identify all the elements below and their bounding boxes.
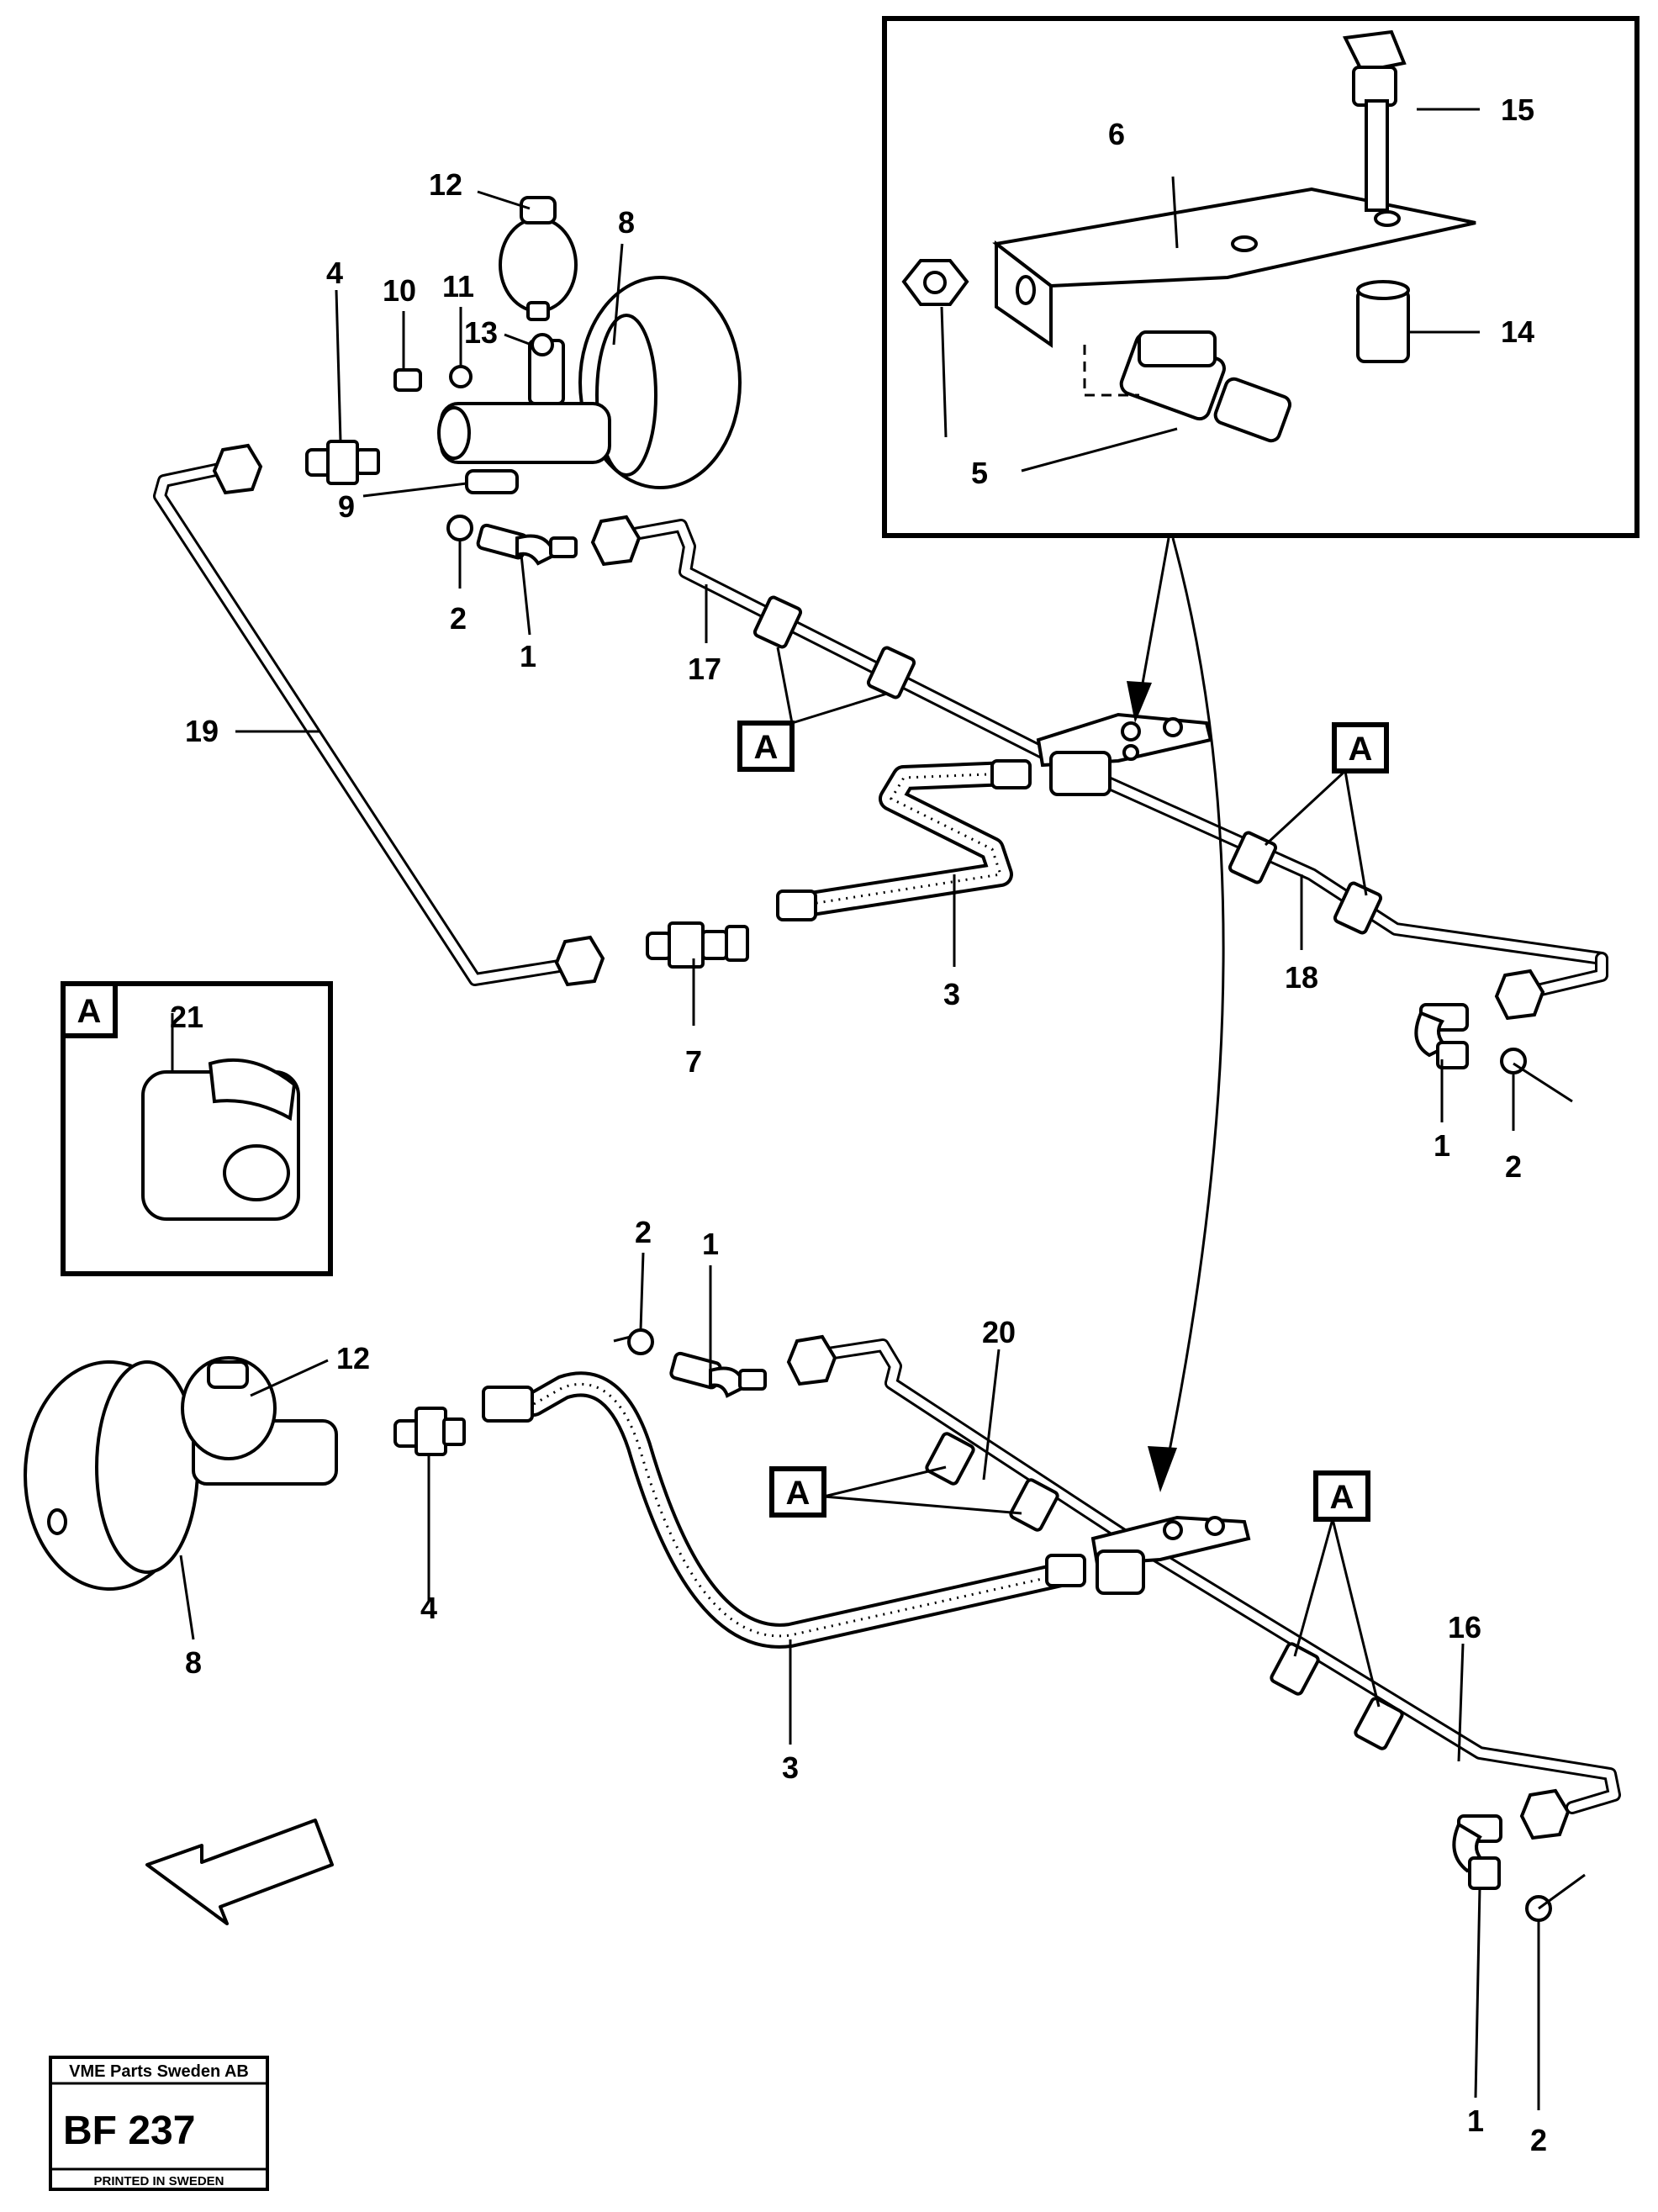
bracket-6 xyxy=(992,187,1476,348)
pipe-nut-icon xyxy=(212,443,263,495)
leader-lines xyxy=(171,108,1586,2110)
callout-4-bottom: 4 xyxy=(420,1591,437,1625)
clip-tag-inset: A xyxy=(77,993,102,1030)
callout-13: 13 xyxy=(464,315,498,350)
clip-inset xyxy=(61,981,333,1276)
hose-fitting-icon xyxy=(482,1386,534,1423)
elbow-1-top xyxy=(446,515,578,566)
callout-20: 20 xyxy=(982,1315,1016,1349)
callout-1-bottom: 1 xyxy=(702,1227,719,1261)
callout-15: 15 xyxy=(1501,92,1534,127)
brake-booster-8-top xyxy=(437,276,742,494)
detail-inset xyxy=(882,16,1640,538)
elbow-1-bottom-right xyxy=(1452,1814,1552,1922)
callout-18: 18 xyxy=(1285,960,1318,995)
nut-5 xyxy=(901,259,969,306)
union-7 xyxy=(646,921,749,969)
clip-tags: A A A A A xyxy=(77,647,1389,1708)
direction-arrow-icon xyxy=(145,1819,334,1925)
hose-3-top xyxy=(799,761,1022,916)
callout-8-bottom: 8 xyxy=(185,1645,202,1680)
clamp-icon xyxy=(1270,1642,1320,1696)
union-4-bottom xyxy=(393,1407,466,1456)
callout-3-bottom: 3 xyxy=(782,1750,799,1785)
brake-booster-8-bottom xyxy=(24,1360,338,1591)
clamp-icon xyxy=(866,646,916,699)
callout-2-right-top: 2 xyxy=(1505,1149,1522,1184)
callout-5: 5 xyxy=(971,456,988,490)
clamp-icon xyxy=(1333,881,1383,935)
callout-17: 17 xyxy=(688,652,721,686)
clip-tag-top-left: A xyxy=(737,647,888,772)
callout-21: 21 xyxy=(170,1000,203,1034)
company-name: VME Parts Sweden AB xyxy=(69,2062,249,2081)
pipe-nut-icon xyxy=(554,935,605,987)
clip-tag-bottom-left: A xyxy=(769,1465,1022,1518)
clip-tag-top-right: A xyxy=(1264,722,1389,896)
clip-tag-bottom-right: A xyxy=(1293,1470,1381,1708)
tee-bracket-top xyxy=(1036,712,1213,796)
clip-tag-label: A xyxy=(754,729,779,766)
reservoir-12-top xyxy=(499,196,578,321)
callout-2-top: 2 xyxy=(450,601,467,636)
drawing-code: BF 237 xyxy=(63,2109,195,2153)
bottom-assembly xyxy=(24,1328,1621,1922)
clip-tag-label: A xyxy=(1330,1479,1354,1516)
callout-19: 19 xyxy=(185,714,219,748)
bolt-15 xyxy=(1342,29,1407,212)
clip-tag-label: A xyxy=(786,1475,811,1512)
callouts: 12 8 4 10 11 13 9 2 1 17 19 3 7 18 1 2 6… xyxy=(170,92,1547,2157)
reservoir-12-bottom xyxy=(181,1356,277,1460)
title-block: VME Parts Sweden AB BF 237 PRINTED IN SW… xyxy=(49,2056,269,2191)
callout-4-top: 4 xyxy=(326,256,343,290)
spacer-14 xyxy=(1356,280,1410,363)
pipe-20 xyxy=(821,1338,1621,1814)
callout-1-right-top: 1 xyxy=(1434,1128,1450,1163)
callout-3-top: 3 xyxy=(943,977,960,1011)
pipe-nut-icon xyxy=(1494,969,1545,1021)
callout-12-bottom: 12 xyxy=(336,1341,370,1375)
pipe-nut-icon xyxy=(590,515,642,567)
hose-fitting-icon xyxy=(776,890,817,921)
callout-9: 9 xyxy=(338,489,355,524)
hose-fitting-icon xyxy=(1045,1554,1086,1587)
union-4-top xyxy=(305,440,380,485)
callout-6: 6 xyxy=(1108,117,1125,151)
callout-8-top: 8 xyxy=(618,205,635,240)
washer-13-icon xyxy=(531,333,554,356)
hose-3-bottom xyxy=(521,1371,1085,1649)
clip-tag-label: A xyxy=(77,993,102,1030)
pipe-17 xyxy=(628,519,1608,965)
pipe-19 xyxy=(153,460,587,986)
clamp-icon xyxy=(1354,1697,1404,1750)
hose-fitting-icon xyxy=(990,759,1032,789)
clamp-icon xyxy=(1009,1478,1059,1532)
top-assembly xyxy=(153,196,1608,1074)
tee-fitting xyxy=(1119,330,1292,443)
callout-1-right-bottom: 1 xyxy=(1467,2104,1484,2138)
callout-12-top: 12 xyxy=(429,167,462,202)
callout-7: 7 xyxy=(685,1044,702,1079)
clamp-icon xyxy=(925,1432,975,1486)
bolt-10-icon xyxy=(393,368,422,392)
clip-tag-label: A xyxy=(1349,731,1373,768)
pipe-nut-icon xyxy=(1519,1788,1571,1840)
elbow-1-bottom xyxy=(627,1328,767,1398)
detail-pointer-arrows xyxy=(1127,537,1225,1492)
callout-10: 10 xyxy=(383,273,416,308)
clamp-icon xyxy=(1228,831,1278,884)
printed-in-label: PRINTED IN SWEDEN xyxy=(93,2174,224,2188)
callout-1-top: 1 xyxy=(520,639,536,673)
washer-11-icon xyxy=(449,365,473,388)
clamp-icon xyxy=(752,595,803,649)
tee-bracket-bottom xyxy=(1090,1515,1251,1595)
callout-11: 11 xyxy=(442,269,474,304)
pipe-nut-icon xyxy=(786,1334,837,1386)
callout-16: 16 xyxy=(1448,1610,1481,1644)
callout-14: 14 xyxy=(1501,314,1534,349)
callout-2-bottom: 2 xyxy=(635,1215,652,1249)
clip-21-icon xyxy=(141,1058,300,1221)
callout-2-right-bottom: 2 xyxy=(1530,2123,1547,2157)
